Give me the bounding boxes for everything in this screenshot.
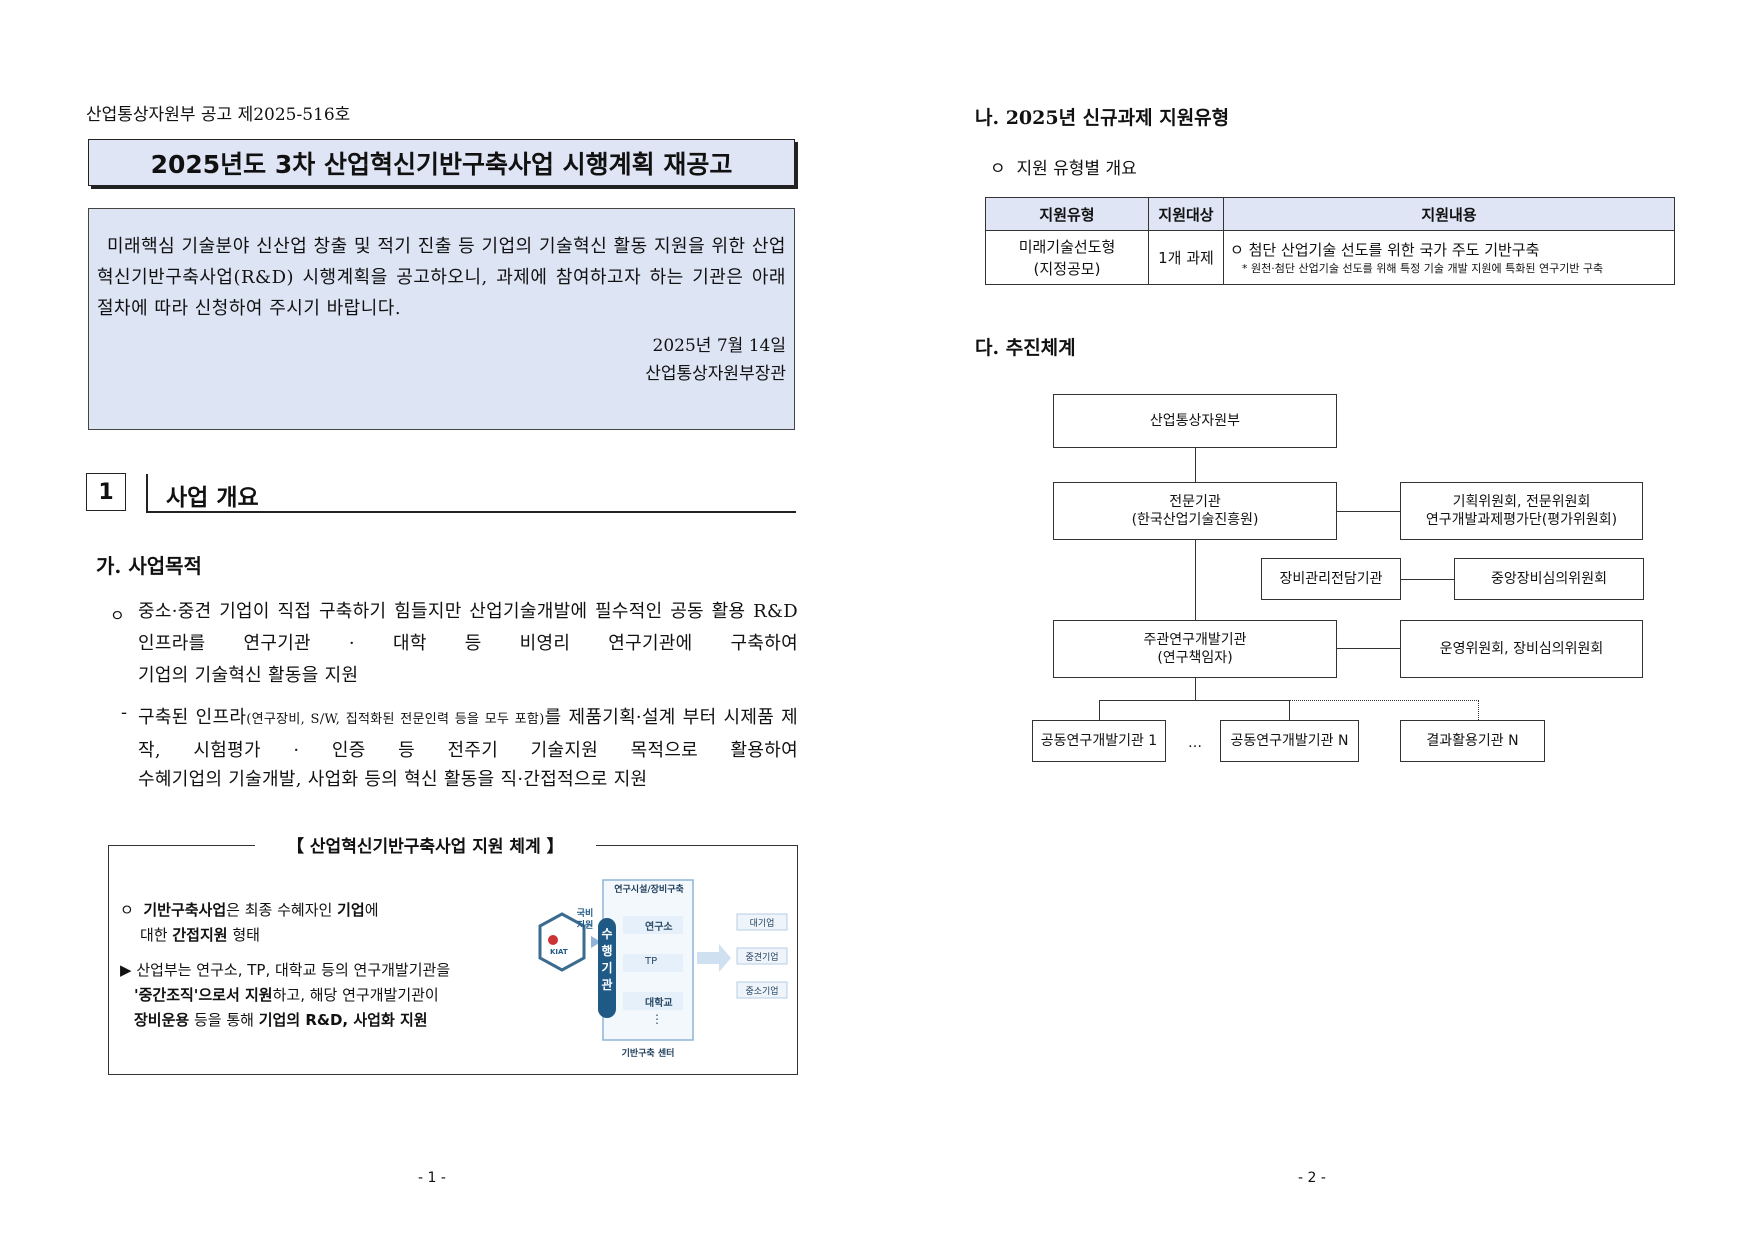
inst-dots: ⋮ — [651, 1012, 663, 1026]
table-content-main: 첨단 산업기술 선도를 위한 국가 주도 기반구축 — [1248, 241, 1540, 259]
inst-3: 대학교 — [645, 998, 673, 1009]
executor-label: 수행기관 — [601, 927, 613, 992]
org-committee-2: 연구개발과제평가단(평가위원회) — [1425, 512, 1618, 528]
support-arrow: ▶ — [120, 961, 132, 979]
page-title: 2025년도 3차 산업혁신기반구축사업 시행계획 재공고 — [88, 139, 795, 186]
org-committees: 기획위원회, 전문위원회 연구개발과제평가단(평가위원회) — [1400, 482, 1643, 540]
section-underline — [146, 511, 796, 513]
support-types-bullet-text: 지원 유형별 개요 — [1016, 159, 1137, 179]
company-1: 대기업 — [749, 919, 775, 929]
support-system-text: ㅇ 기반구축사업은 최종 수혜자인 기업에 대한 간접지원 형태 ▶ 산업부는 … — [120, 898, 510, 1033]
support-p1-b: 은 최종 수혜자인 — [226, 901, 338, 919]
diagram-bottom-label: 기반구축 센터 — [621, 1049, 675, 1059]
notice-body: 미래핵심 기술분야 신산업 창출 및 적기 진출 등 기업의 기술혁신 활동 지… — [97, 236, 786, 319]
support-p2-c: 하고, 해당 연구개발기관이 — [272, 986, 439, 1004]
kiat-logo-frame — [538, 912, 586, 972]
section-title: 사업 개요 — [166, 485, 259, 511]
funding-label: 국비 지원 — [576, 909, 594, 931]
notice-issuer: 산업통상자원부장관 — [645, 364, 786, 384]
table-cell-type-2: (지정공모) — [1033, 259, 1101, 278]
section-number: 1 — [86, 473, 126, 511]
support-p1-e: 대한 — [140, 926, 173, 944]
org-agency-sub: (한국산업기술진흥원) — [1131, 512, 1259, 528]
table-content-note: * 원천·첨단 산업기술 선도를 위해 특정 기술 개발 지원에 특화된 연구기… — [1242, 262, 1604, 275]
support-types-bullet: ㅇ 지원 유형별 개요 — [990, 154, 1137, 179]
subsection-governance: 다. 추진체계 — [975, 337, 1076, 359]
table-header-target: 지원대상 — [1148, 197, 1224, 231]
org-joint-1: 공동연구개발기관 1 — [1032, 720, 1166, 762]
org-ops-committee: 운영위원회, 장비심의위원회 — [1400, 620, 1643, 678]
company-2: 중견기업 — [745, 953, 779, 963]
support-diagram: 연구시설/장비구축 국비 지원 수행기관 연구소 TP 대학교 ⋮ 기반구축 센… — [505, 878, 795, 1066]
purpose-sub-1-a: 구축된 인프라 — [138, 707, 247, 728]
notice-number: 산업통상자원부 공고 제2025-516호 — [86, 105, 351, 125]
support-p2-b: '중간조직'으로서 지원 — [134, 986, 273, 1004]
support-p2-a: 산업부는 연구소, TP, 대학교 등의 연구개발기관을 — [136, 961, 451, 979]
org-lead-institution: 주관연구개발기관 (연구책임자) — [1053, 620, 1337, 678]
org-agency: 전문기관 (한국산업기술진흥원) — [1053, 482, 1337, 540]
subsection-purpose: 가. 사업목적 — [96, 554, 202, 578]
inst-box-3 — [623, 992, 683, 1010]
org-committee-1: 기획위원회, 전문위원회 — [1452, 494, 1591, 510]
support-p1-c: 기업 — [337, 901, 365, 919]
purpose-bullet-1: 중소·중견 기업이 직접 구축하기 힘들지만 산업기술개발에 필수적인 공동 활… — [138, 601, 798, 654]
support-p2-e: 등을 통해 — [189, 1011, 259, 1029]
support-bullet: ㅇ — [120, 901, 134, 919]
support-type-table: 지원유형 지원대상 지원내용 미래기술선도형 (지정공모) 1개 과제 ㅇ 첨단… — [985, 197, 1675, 285]
org-joint-n: 공동연구개발기관 N — [1220, 720, 1359, 762]
org-agency-name: 전문기관 — [1169, 494, 1221, 510]
org-lead-sub: (연구책임자) — [1157, 650, 1233, 666]
purpose-bullet-1-last: 기업의 기술혁신 활동을 지원 — [138, 665, 359, 686]
support-p1-a: 기반구축사업 — [143, 901, 227, 919]
support-system-title: 【 산업혁신기반구축사업 지원 체계 】 — [255, 832, 596, 857]
org-ellipsis: … — [1188, 735, 1202, 751]
support-diagram-graphic — [538, 879, 788, 1041]
org-lead-name: 주관연구개발기관 — [1143, 632, 1247, 648]
executor-bar — [598, 918, 616, 1018]
support-p2-f: 기업의 R&D, 사업화 지원 — [258, 1011, 428, 1029]
bullet-marker: ㅇ — [110, 606, 125, 625]
support-types-bullet-marker: ㅇ — [990, 159, 1006, 179]
inst-box-2 — [623, 954, 683, 972]
page-number-2: - 2 - — [1298, 1170, 1326, 1186]
table-cell-type-1: 미래기술선도형 — [1018, 237, 1116, 256]
inst-2: TP — [645, 956, 658, 967]
table-cell-type: 미래기술선도형 (지정공모) — [985, 230, 1149, 285]
org-result-n: 결과활용기관 N — [1400, 720, 1545, 762]
org-central-committee: 중앙장비심의위원회 — [1454, 558, 1644, 600]
table-cell-target: 1개 과제 — [1148, 230, 1224, 285]
table-row: 미래기술선도형 (지정공모) 1개 과제 ㅇ 첨단 산업기술 선도를 위한 국가… — [985, 230, 1675, 285]
inst-1: 연구소 — [645, 922, 673, 933]
section-divider — [146, 474, 148, 512]
diagram-top-label: 연구시설/장비구축 — [614, 885, 684, 895]
table-bullet: ㅇ — [1230, 241, 1244, 259]
notice-date: 2025년 7월 14일 — [652, 336, 786, 356]
support-p1-f: 간접지원 — [172, 926, 228, 944]
purpose-sub-1-small: (연구장비, S/W, 집적화된 전문인력 등을 모두 포함) — [246, 712, 545, 727]
page-number-1: - 1 - — [418, 1170, 446, 1186]
purpose-sub-1-last: 수혜기업의 기술개발, 사업화 등의 혁신 활동을 직·간접적으로 지원 — [138, 769, 648, 790]
inst-box-1 — [623, 916, 683, 934]
table-header-row: 지원유형 지원대상 지원내용 — [985, 197, 1675, 231]
dash-marker: - — [121, 702, 128, 723]
purpose-sub-1: 구축된 인프라(연구장비, S/W, 집적화된 전문인력 등을 모두 포함)를 … — [138, 702, 798, 766]
arrow-icon — [591, 936, 601, 948]
support-p1-d: 에 — [364, 901, 379, 919]
support-p1-g: 형태 — [227, 926, 260, 944]
support-point-1: ㅇ 기반구축사업은 최종 수혜자인 기업에 대한 간접지원 형태 — [120, 898, 510, 948]
table-cell-content: ㅇ 첨단 산업기술 선도를 위한 국가 주도 기반구축 * 원천·첨단 산업기술… — [1223, 230, 1675, 285]
support-point-2: ▶ 산업부는 연구소, TP, 대학교 등의 연구개발기관을 '중간조직'으로서… — [120, 958, 510, 1033]
kiat-logo-mark — [548, 935, 558, 945]
delivery-arrow-icon — [697, 944, 731, 972]
org-ministry: 산업통상자원부 — [1053, 394, 1337, 448]
notice-box: 미래핵심 기술분야 신산업 창출 및 적기 진출 등 기업의 기술혁신 활동 지… — [88, 208, 795, 430]
support-p2-d: 장비운용 — [134, 1011, 190, 1029]
company-3: 중소기업 — [745, 987, 779, 997]
purpose-sub-1-b: 를 제품기획·설계 부터 시제품 제작, 시험평가 · 인증 등 전주기 기술지… — [138, 707, 798, 761]
org-equipment-agency: 장비관리전담기관 — [1261, 558, 1401, 600]
table-header-content: 지원내용 — [1223, 197, 1675, 231]
table-header-type: 지원유형 — [985, 197, 1149, 231]
kiat-logo-text: KIAT — [550, 948, 568, 956]
subsection-support-types: 나. 2025년 신규과제 지원유형 — [975, 107, 1230, 129]
